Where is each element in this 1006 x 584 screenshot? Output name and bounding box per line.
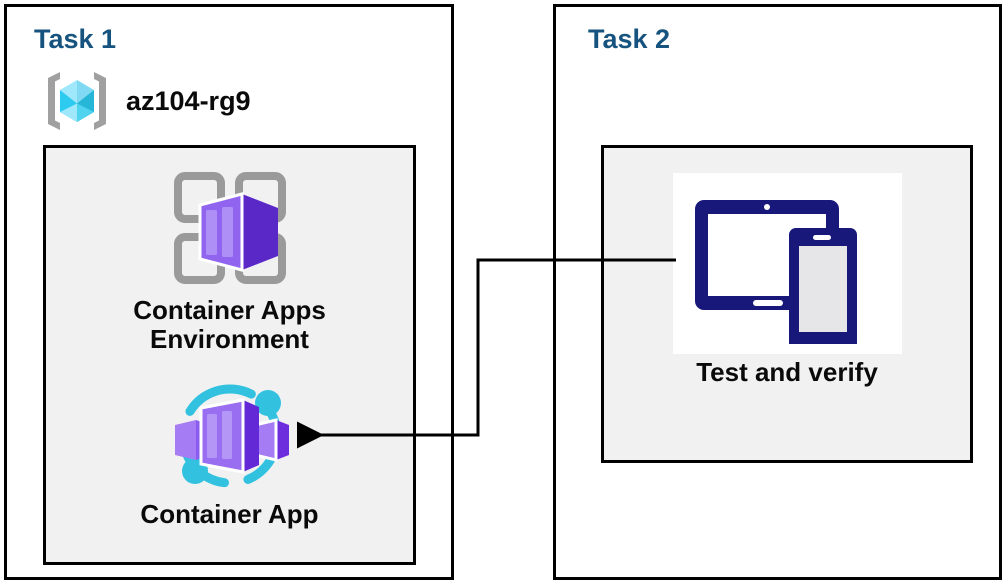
container-apps-environment-box: Container Apps Environment <box>43 145 416 565</box>
container-app-icon <box>155 376 305 496</box>
task-2-panel: Task 2 Test and verify <box>553 4 1002 580</box>
resource-group-icon <box>40 64 114 138</box>
resource-group-row: az104-rg9 <box>40 64 251 138</box>
resource-group-label: az104-rg9 <box>126 85 251 116</box>
task-1-title: Task 1 <box>34 24 117 54</box>
test-and-verify-label: Test and verify <box>696 357 878 387</box>
test-and-verify-node: Test and verify <box>604 173 970 387</box>
test-and-verify-box: Test and verify <box>601 145 973 463</box>
container-apps-environment-node: Container Apps Environment <box>46 164 413 354</box>
container-app-node: Container App <box>46 376 413 529</box>
container-app-label: Container App <box>140 499 319 529</box>
container-apps-environment-icon <box>166 164 294 292</box>
container-apps-environment-label: Container Apps Environment <box>133 295 326 355</box>
devices-test-icon <box>672 173 902 354</box>
task-1-panel: Task 1 az104-rg9 <box>4 4 454 580</box>
task-2-title: Task 2 <box>588 24 671 54</box>
